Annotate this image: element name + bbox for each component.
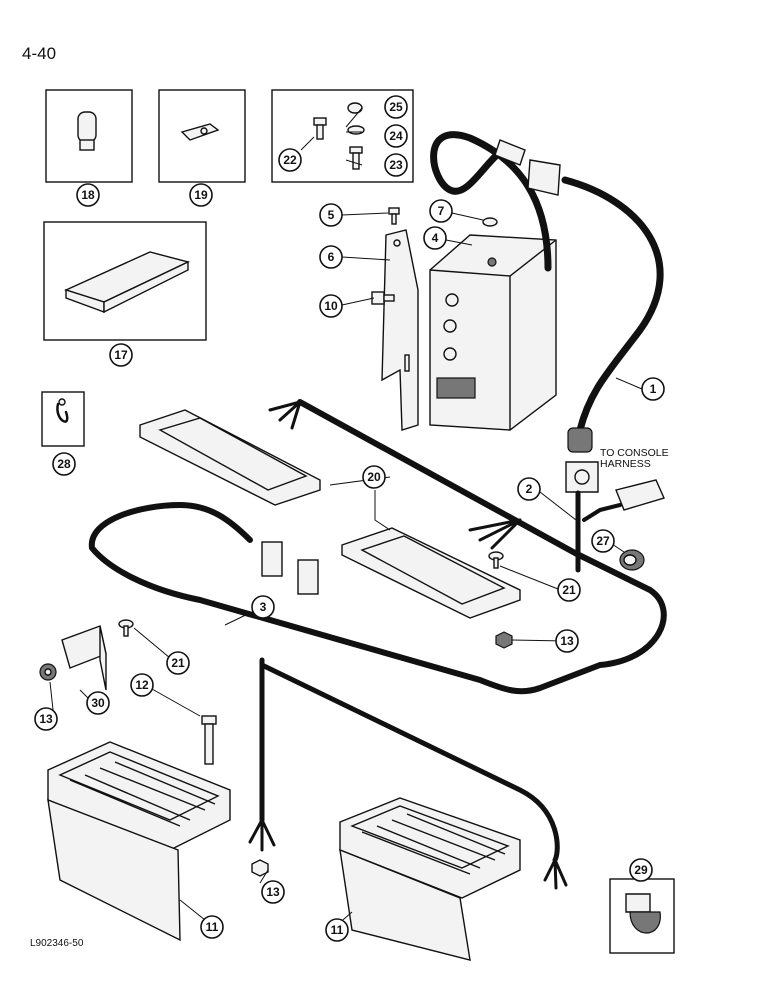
work-lamp-right	[339, 797, 521, 961]
callout-25: 25	[384, 95, 408, 119]
figure-code: L902346-50	[30, 938, 84, 949]
callout-24: 24	[384, 124, 408, 148]
wires-mid	[468, 518, 522, 550]
callout-13-mid: 13	[555, 629, 579, 653]
callout-5: 5	[319, 203, 343, 227]
callout-13-low: 13	[261, 880, 285, 904]
callout-10: 10	[319, 294, 343, 318]
screw-5	[388, 207, 400, 225]
inset-17	[43, 221, 207, 341]
svg-text:17: 17	[114, 348, 128, 362]
callout-30: 30	[86, 691, 110, 715]
svg-text:11: 11	[331, 923, 344, 937]
lamp-module-lower	[341, 527, 521, 619]
inset-18	[45, 89, 133, 183]
callout-21-left: 21	[166, 651, 190, 675]
work-lamp-left	[47, 741, 231, 942]
connector-lower	[565, 427, 599, 493]
svg-text:20: 20	[367, 470, 381, 484]
svg-text:28: 28	[57, 457, 71, 471]
inset-22-25	[271, 89, 414, 183]
grommet-27	[619, 549, 645, 571]
svg-text:21: 21	[562, 583, 576, 597]
wires-left	[248, 818, 276, 852]
callout-11-right: 11	[325, 918, 349, 942]
lamp-module-upper	[139, 409, 321, 506]
svg-text:11: 11	[206, 920, 219, 934]
callout-12: 12	[130, 673, 154, 697]
connector-upper	[494, 139, 561, 196]
svg-text:10: 10	[324, 299, 338, 313]
svg-text:5: 5	[328, 208, 335, 222]
svg-text:7: 7	[438, 204, 445, 218]
screw-21-mid	[488, 551, 504, 569]
cable-1-lower	[561, 176, 664, 434]
svg-text:2: 2	[526, 482, 533, 496]
svg-text:13: 13	[266, 885, 280, 899]
nut-13-low	[251, 859, 269, 877]
console-harness-note: TO CONSOLE HARNESS	[600, 448, 669, 470]
callout-4: 4	[423, 226, 447, 250]
callout-22: 22	[278, 148, 302, 172]
callout-11-left: 11	[200, 915, 224, 939]
inset-19	[158, 89, 246, 183]
callout-18: 18	[76, 183, 100, 207]
callout-7: 7	[429, 199, 453, 223]
callout-17: 17	[109, 343, 133, 367]
svg-text:23: 23	[389, 158, 403, 172]
callout-21-mid: 21	[557, 578, 581, 602]
svg-text:4: 4	[432, 231, 439, 245]
nut-13-left	[39, 663, 57, 681]
bolt-12	[201, 715, 217, 765]
bracket-30	[61, 625, 107, 691]
note-line-2: HARNESS	[600, 458, 651, 470]
screw-21-left	[118, 619, 134, 637]
callout-13-left: 13	[34, 707, 58, 731]
inset-28	[41, 391, 85, 447]
svg-text:27: 27	[596, 534, 610, 548]
callout-29: 29	[629, 858, 653, 882]
console-plug	[615, 479, 665, 511]
svg-text:13: 13	[39, 712, 53, 726]
callout-20: 20	[362, 465, 386, 489]
svg-text:6: 6	[328, 250, 335, 264]
harness-leg-right	[259, 662, 560, 863]
callout-2: 2	[517, 477, 541, 501]
harness-connector-b	[297, 559, 319, 595]
harness-console-lead	[582, 503, 622, 522]
svg-text:25: 25	[389, 100, 403, 114]
svg-text:19: 19	[194, 188, 208, 202]
wires-right	[543, 858, 568, 890]
callout-6: 6	[319, 245, 343, 269]
svg-text:30: 30	[91, 696, 105, 710]
control-module	[429, 234, 557, 431]
svg-text:12: 12	[135, 678, 149, 692]
svg-text:24: 24	[389, 129, 403, 143]
harness-3	[88, 399, 667, 695]
svg-text:21: 21	[171, 656, 185, 670]
cable-1	[430, 131, 552, 272]
svg-text:13: 13	[560, 634, 574, 648]
svg-text:18: 18	[81, 188, 95, 202]
svg-text:1: 1	[650, 382, 657, 396]
callout-1: 1	[641, 377, 665, 401]
inset-29	[609, 878, 675, 954]
svg-text:22: 22	[283, 153, 297, 167]
callout-3: 3	[251, 595, 275, 619]
callout-27: 27	[591, 529, 615, 553]
svg-text:29: 29	[634, 863, 648, 877]
bracket-6	[381, 229, 419, 431]
wires-top	[268, 400, 302, 430]
harness-connector-a	[261, 541, 283, 577]
callout-23: 23	[384, 153, 408, 177]
nut-13-mid	[495, 631, 513, 649]
page-number: 4-40	[22, 44, 57, 63]
note-line-1: TO CONSOLE	[600, 447, 669, 459]
callout-19: 19	[189, 183, 213, 207]
washer-7	[482, 217, 498, 227]
callout-28: 28	[52, 452, 76, 476]
svg-text:3: 3	[260, 600, 267, 614]
